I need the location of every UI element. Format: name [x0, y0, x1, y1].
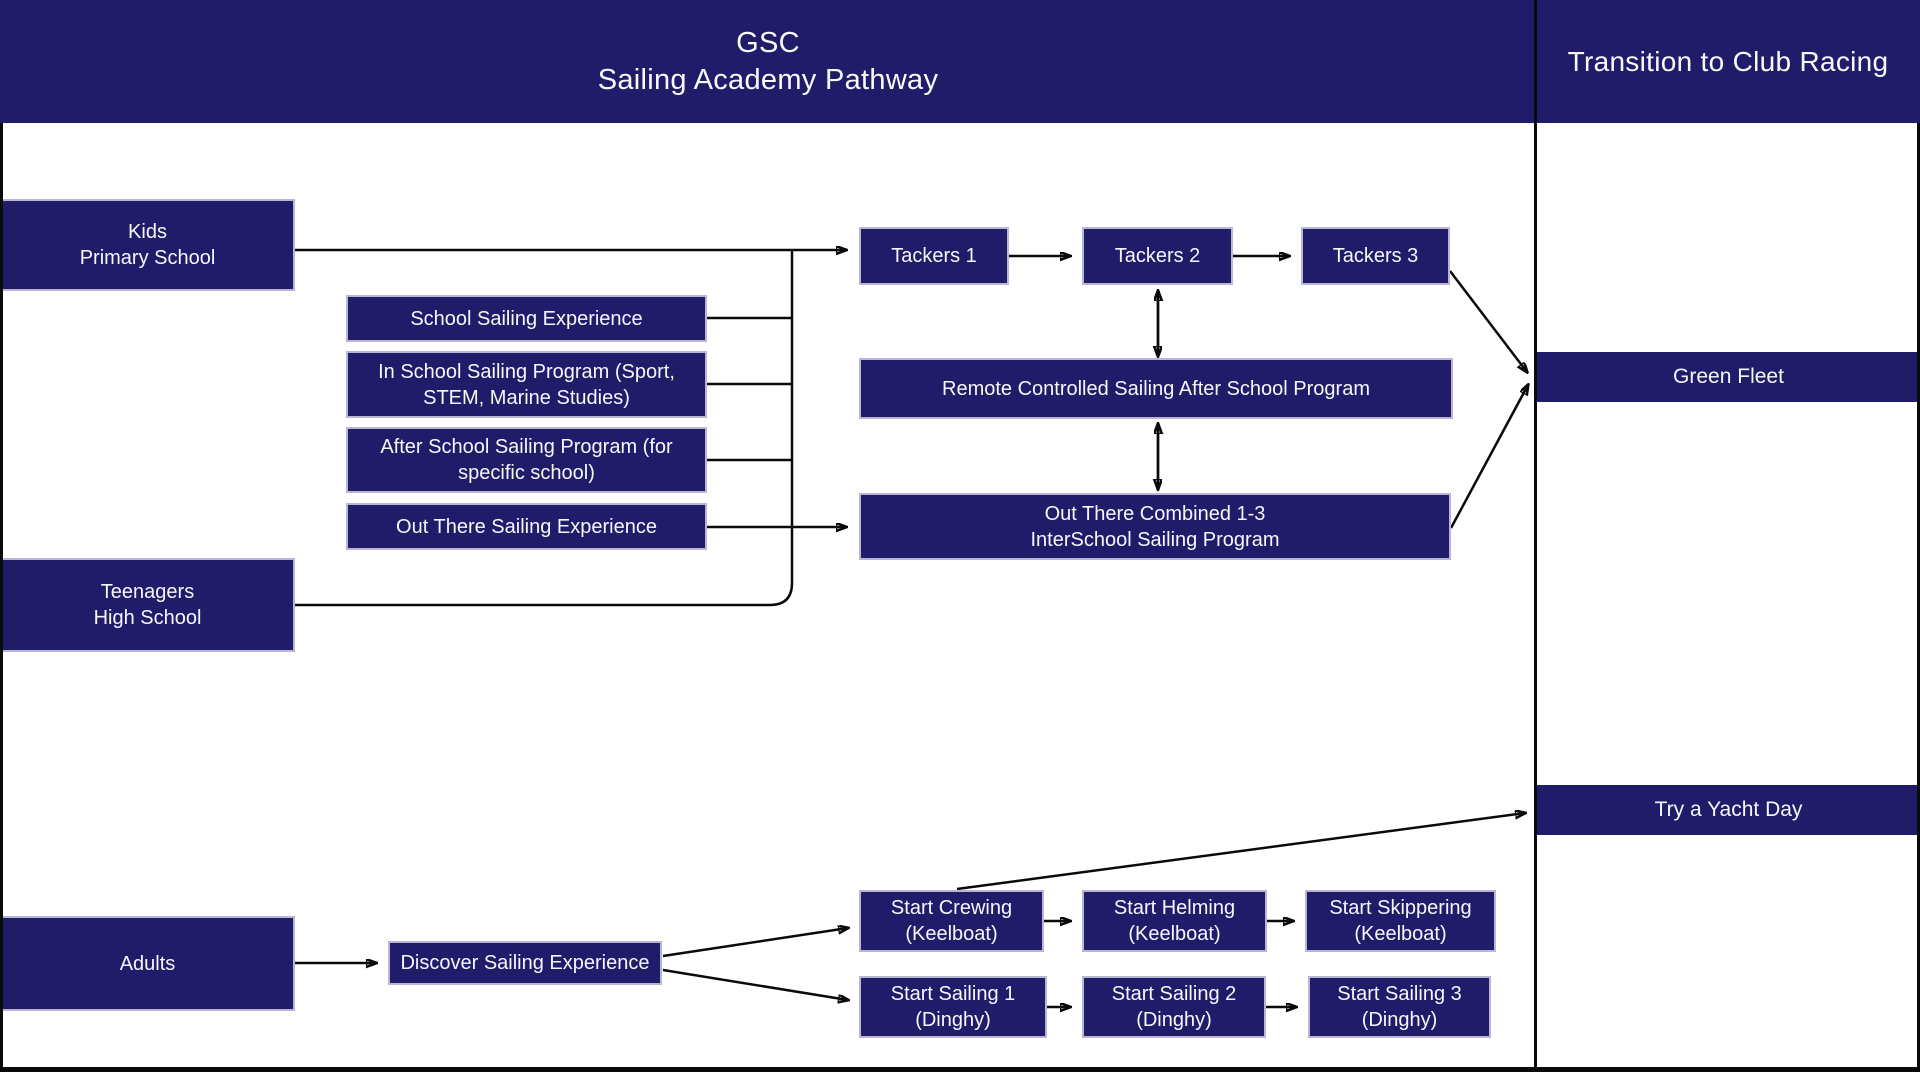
header-main: GSC Sailing Academy Pathway: [0, 0, 1536, 123]
node-start-sailing-3-dinghy: Start Sailing 3 (Dinghy): [1308, 976, 1491, 1038]
node-start-sailing-1-dinghy: Start Sailing 1 (Dinghy): [859, 976, 1047, 1038]
node-teenagers-high-school: Teenagers High School: [0, 558, 295, 652]
node-in-school-sailing-program: In School Sailing Program (Sport, STEM, …: [346, 351, 707, 418]
node-start-skippering-keelboat: Start Skippering (Keelboat): [1305, 890, 1496, 952]
edge-spine-teenagers: [295, 250, 794, 607]
transition-column-divider: [1534, 0, 1537, 1072]
edge-tackers3-to-greenfleet: [1449, 270, 1527, 372]
edge-discover-to-sailing1: [662, 968, 848, 1000]
node-tackers-1: Tackers 1: [859, 227, 1009, 285]
node-tackers-3: Tackers 3: [1301, 227, 1450, 285]
node-try-a-yacht-day: Try a Yacht Day: [1537, 785, 1920, 835]
page-title: GSC Sailing Academy Pathway: [597, 26, 939, 96]
node-out-there-sailing-experience: Out There Sailing Experience: [346, 503, 707, 550]
node-discover-sailing-experience: Discover Sailing Experience: [388, 941, 662, 985]
node-school-sailing-experience: School Sailing Experience: [346, 295, 707, 342]
transition-column-title: Transition to Club Racing: [1567, 46, 1889, 77]
node-tackers-2: Tackers 2: [1082, 227, 1233, 285]
node-start-crewing-keelboat: Start Crewing (Keelboat): [859, 890, 1044, 952]
edge-combined-to-greenfleet: [1449, 385, 1528, 529]
node-out-there-combined: Out There Combined 1-3 InterSchool Saili…: [859, 493, 1451, 560]
node-kids-primary-school: Kids Primary School: [0, 199, 295, 291]
node-after-school-sailing-program: After School Sailing Program (for specif…: [346, 427, 707, 493]
edge-crewing-to-tryayacht: [956, 813, 1525, 891]
header-transition: Transition to Club Racing: [1536, 0, 1920, 123]
node-start-sailing-2-dinghy: Start Sailing 2 (Dinghy): [1082, 976, 1266, 1038]
edge-discover-to-crewing: [662, 928, 848, 958]
node-green-fleet: Green Fleet: [1537, 352, 1920, 402]
node-adults: Adults: [0, 916, 295, 1011]
node-remote-controlled-program: Remote Controlled Sailing After School P…: [859, 358, 1453, 419]
node-start-helming-keelboat: Start Helming (Keelboat): [1082, 890, 1267, 952]
